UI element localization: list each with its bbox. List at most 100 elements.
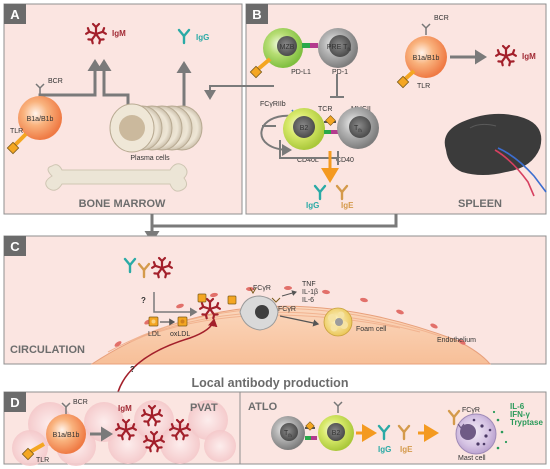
b2-inhibition-line — [279, 140, 338, 159]
ldl-label: LDL — [148, 331, 161, 338]
fcr-label-c1: FCγR — [253, 285, 271, 292]
il1b-label: IL-1β — [302, 289, 318, 296]
panel-b-igm-label: IgM — [522, 52, 536, 61]
mast-cell-icon — [455, 410, 508, 455]
bcr-label-d: BCR — [73, 399, 88, 406]
panel-a-bone-marrow: A IgM IgG B1a/B1b BCR TLR — [3, 3, 243, 215]
fcr-label-d: FCγR — [462, 407, 480, 414]
question-mark-2: ? — [130, 365, 135, 374]
spleen-icon — [444, 113, 547, 197]
b1-cell-spleen: B1a/B1b — [405, 23, 447, 78]
ab-to-oxldl-arrow — [153, 292, 198, 317]
question-mark-1: ? — [141, 296, 146, 305]
plasma-cell-stack-icon — [109, 103, 203, 153]
panel-d-letter: D — [10, 395, 19, 410]
bone-icon — [45, 163, 188, 192]
panel-b-title: SPLEEN — [458, 198, 502, 210]
pret-label: PRE T — [327, 44, 348, 51]
foam-cell — [323, 307, 353, 337]
atlo-title: ATLO — [248, 401, 278, 413]
il6-label: IL-6 — [302, 297, 314, 304]
b1-cell-bone-marrow: B1a/B1b — [18, 83, 62, 140]
pre-tfh-cell: PRE Tfh — [318, 28, 358, 68]
tcr-mhc-synapse-d — [305, 421, 317, 440]
panel-d: D B1a/B1b BCR TLR IgM — [3, 391, 547, 466]
tfh-cell-spleen: Tfh — [337, 107, 379, 149]
oxldl-icon — [177, 316, 188, 327]
tryptase-label: Tryptase — [510, 418, 543, 427]
macrophage-cell — [239, 295, 279, 331]
fcr-feedback-arrow — [260, 114, 294, 156]
pret-sub: fh — [347, 47, 351, 52]
b2-cell-spleen: B2 — [283, 108, 325, 150]
tlr-label-b: TLR — [417, 83, 430, 90]
tcr-label: TCR — [318, 106, 332, 113]
il6-label-d: IL-6 — [510, 402, 525, 411]
tlr-receptor-icon — [6, 132, 28, 155]
panel-a-igg-label: IgG — [196, 33, 209, 42]
svg-text:Tfh: Tfh — [284, 430, 293, 438]
b1-cell-pvat: B1a/B1b — [46, 402, 86, 454]
panel-b-ige-label: IgE — [341, 201, 354, 210]
tfh-label-b: T — [354, 125, 359, 132]
pvat-igm-to-plaque-arrow — [117, 318, 218, 393]
pd1-marker — [310, 43, 318, 48]
endothelium-label: Endothelium — [437, 337, 476, 344]
panel-c-circulation: C ? — [3, 235, 547, 393]
panel-b-spleen: B MZB PD-L1 PD-1 PRE Tfh B1 — [245, 3, 547, 215]
tlr-label-d: TLR — [36, 457, 49, 464]
panel-c-title: CIRCULATION — [10, 344, 85, 356]
panel-a-letter: A — [10, 7, 20, 22]
plasma-to-igm-arrow — [96, 59, 130, 112]
fcr-label-b: FCγRIIb — [260, 101, 286, 108]
fcr-label-c2: FCγR — [278, 306, 296, 313]
lipoprotein-icon — [148, 316, 159, 327]
panel-d-ige-label: IgE — [400, 445, 413, 454]
ifng-label: IFN-γ — [510, 410, 531, 419]
b1-label-a: B1a/B1b — [27, 116, 54, 123]
pd1-label: PD-1 — [332, 69, 348, 76]
panel-d-igm-label: IgM — [118, 404, 132, 413]
fcr-receptor-icon — [457, 423, 465, 429]
tfh-sub-d: fh — [288, 433, 292, 438]
tfh-label-d: T — [284, 430, 289, 437]
mzb-label: MZB — [280, 44, 295, 51]
panel-a-igm-label: IgM — [112, 29, 126, 38]
pdl1-marker — [302, 43, 310, 48]
pdl1-label: PD-L1 — [291, 69, 311, 76]
tlr-receptor-icon — [396, 69, 416, 89]
pvat-title: PVAT — [190, 402, 218, 414]
local-antibody-heading: Local antibody production — [192, 376, 349, 390]
oxldl-complex — [197, 293, 207, 303]
panel-b-igg-label: IgG — [306, 201, 319, 210]
b1-label-b: B1a/B1b — [413, 55, 440, 62]
panel-a-title: BONE MARROW — [79, 198, 166, 210]
adipocyte-cluster — [12, 400, 236, 466]
bcr-label-a: BCR — [48, 78, 63, 85]
cd40-label: CD40 — [336, 157, 354, 164]
tfh-sub-b: fh — [358, 128, 362, 133]
mast-cell-label: Mast cell — [458, 455, 486, 462]
tfh-cell-atlo: Tfh — [271, 416, 305, 450]
tnf-label: TNF — [302, 281, 316, 288]
b1-label-d: B1a/B1b — [53, 432, 80, 439]
tlr-receptor-icon — [249, 57, 272, 79]
bcr-label-b: BCR — [434, 15, 449, 22]
b2-label-b: B2 — [300, 125, 309, 132]
tlr-receptor-icon — [21, 442, 45, 461]
cd40l-label: CD40L — [297, 157, 319, 164]
oxldl-label: oxLDL — [170, 331, 190, 338]
mzb-cell: MZB — [263, 28, 303, 68]
foam-cell-label: Foam cell — [356, 326, 387, 333]
panel-c-letter: C — [10, 239, 20, 254]
panel-d-igg-label: IgG — [378, 445, 391, 454]
b2-label-d: B2 — [332, 430, 341, 437]
b2-cell-atlo: B2 — [318, 401, 354, 451]
a-b-to-c-connector — [150, 214, 398, 228]
tcr-mhc-synapse — [324, 115, 338, 134]
tlr-label-a: TLR — [10, 128, 23, 135]
plasma-cells-label: Plasma cells — [130, 155, 170, 162]
panel-b-letter: B — [252, 7, 261, 22]
